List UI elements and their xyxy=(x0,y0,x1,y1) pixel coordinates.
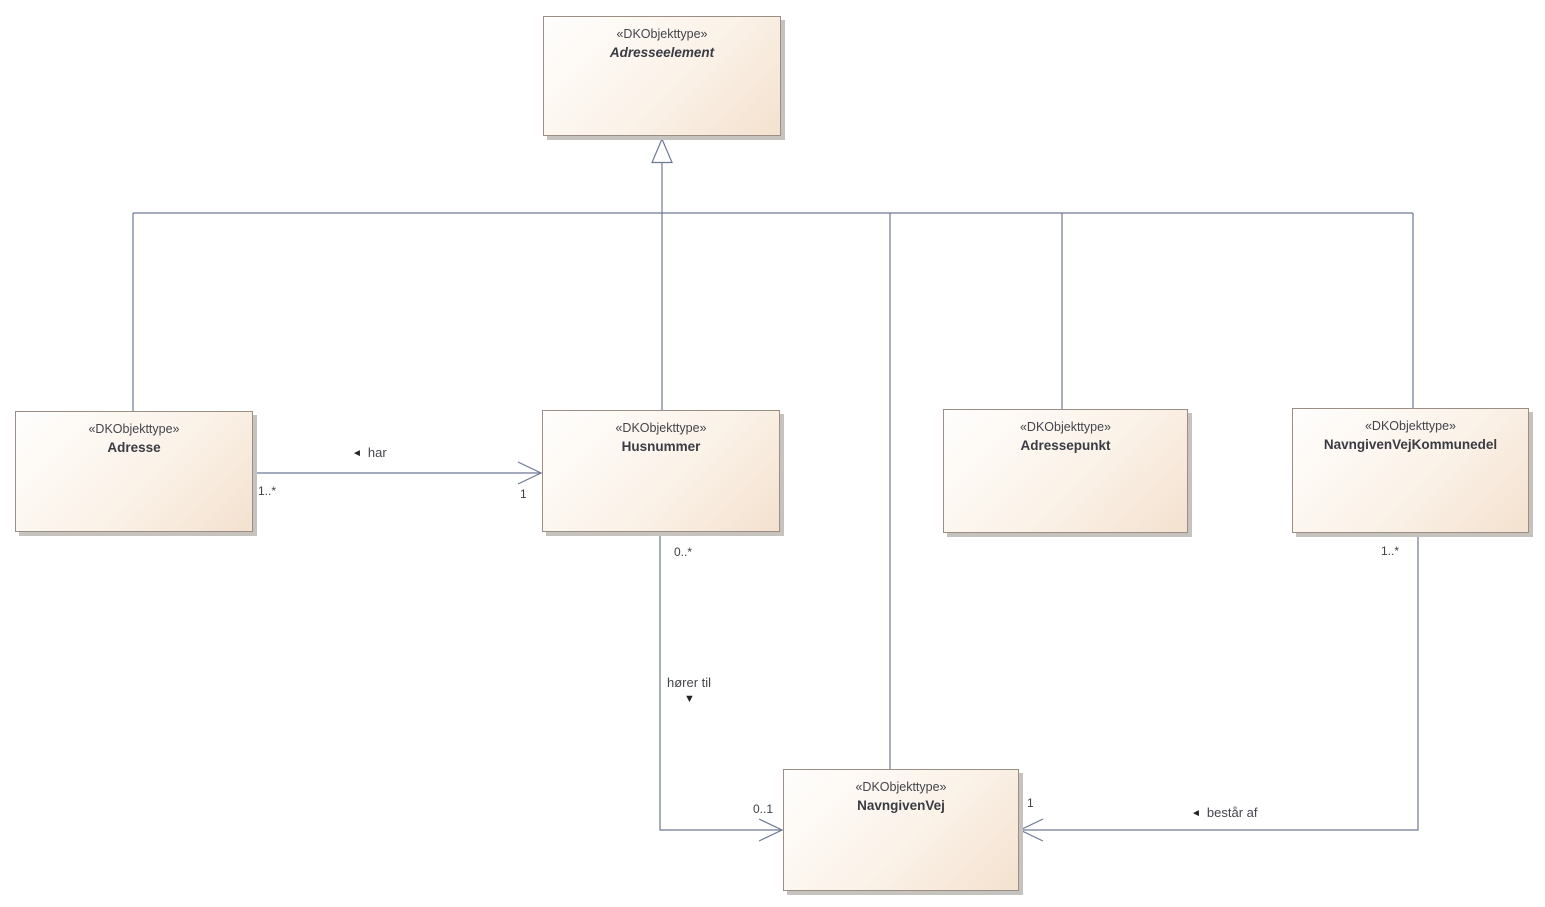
multiplicity-navngivenvejkommunedel-end: 1..* xyxy=(1381,544,1400,558)
direction-down-triangle-icon: ▼ xyxy=(684,693,695,705)
class-node-adresseelement[interactable]: «DKObjekttype» Adresseelement xyxy=(543,16,781,136)
class-name: Adresse xyxy=(107,440,161,455)
open-arrowhead-icon xyxy=(758,818,784,842)
stereotype-label: «DKObjekttype» xyxy=(1364,419,1457,433)
class-name: Adressepunkt xyxy=(1020,438,1111,453)
association-har-connector xyxy=(253,461,543,485)
multiplicity-husnummer-end: 1 xyxy=(520,487,527,501)
association-label-har: ◄ har xyxy=(352,445,387,460)
stereotype-label: «DKObjekttype» xyxy=(855,780,947,794)
direction-left-triangle-icon: ◄ xyxy=(1191,808,1201,819)
association-hoerer-til-connector xyxy=(659,532,784,842)
class-node-navngivenvejkommunedel[interactable]: «DKObjekttype» NavngivenVejKommunedel xyxy=(1292,408,1529,533)
association-name: hører til xyxy=(667,675,712,690)
stereotype-label: «DKObjekttype» xyxy=(1019,420,1112,434)
class-name: Adresseelement xyxy=(609,45,715,60)
open-arrowhead-icon xyxy=(1018,818,1044,842)
association-name: har xyxy=(367,445,387,460)
association-label-bestaar-af: ◄ består af xyxy=(1191,805,1258,820)
association-label-hoerer-til: hører til xyxy=(667,675,711,690)
stereotype-label: «DKObjekttype» xyxy=(88,422,180,436)
direction-left-triangle-icon: ◄ xyxy=(352,448,362,459)
stereotype-label: «DKObjekttype» xyxy=(615,421,707,435)
class-node-husnummer[interactable]: «DKObjekttype» Husnummer xyxy=(542,410,780,532)
multiplicity-husnummer-bottom-end: 0..* xyxy=(674,545,693,559)
generalization-connector xyxy=(132,137,1414,769)
multiplicity-navngivenvej-left-end: 0..1 xyxy=(753,802,774,816)
multiplicity-navngivenvej-right-end: 1 xyxy=(1027,796,1034,810)
class-name: NavngivenVejKommunedel xyxy=(1323,437,1498,452)
stereotype-label: «DKObjekttype» xyxy=(616,27,708,41)
association-bestaar-af-connector xyxy=(1018,533,1419,842)
class-node-adressepunkt[interactable]: «DKObjekttype» Adressepunkt xyxy=(943,409,1188,533)
class-name: NavngivenVej xyxy=(857,798,945,813)
class-node-adresse[interactable]: «DKObjekttype» Adresse xyxy=(15,411,253,532)
association-name: består af xyxy=(1206,805,1258,820)
class-name: Husnummer xyxy=(621,439,701,454)
class-node-navngivenvej[interactable]: «DKObjekttype» NavngivenVej xyxy=(783,769,1019,891)
generalization-triangle-icon xyxy=(651,137,673,164)
open-arrowhead-icon xyxy=(517,461,543,485)
multiplicity-adresse-end: 1..* xyxy=(258,484,277,498)
